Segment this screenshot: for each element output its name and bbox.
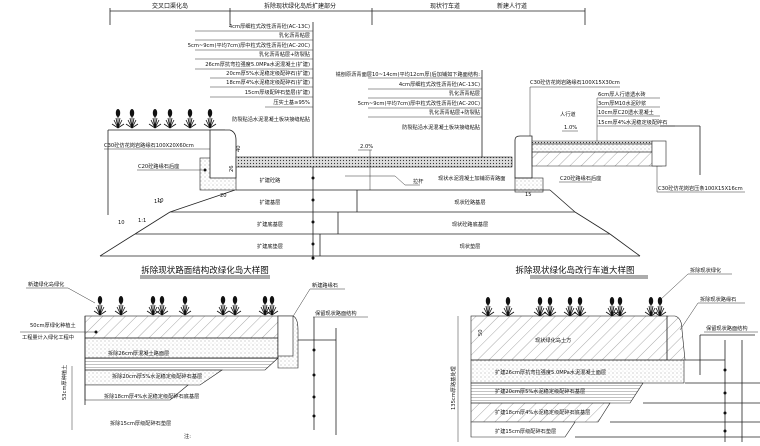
layer-new-concrete: 扩建砼路	[260, 176, 282, 184]
island-plants	[111, 108, 217, 129]
detail-right: 拆除现状绿化岛改行车道大样图 拆除现状绿化 拆除现状路缘石 保留现状路面结构 现…	[449, 265, 760, 442]
greening-label: 新建绿化岛绿化	[28, 280, 64, 288]
layer-new-cushion: 扩建底垫层	[257, 242, 283, 250]
dim-10a: 10	[118, 220, 125, 226]
remove-curb-label: 拆除现状路缘石	[700, 295, 736, 303]
new-curb-label: 新建路缘石	[312, 281, 338, 289]
remove-greening-label: 拆除现状绿化	[690, 266, 721, 274]
left-callouts: 4cm厚细粒式改性沥青砼(AC-13C) 乳化沥青粘层 5cm~9cm(平均7c…	[188, 22, 313, 123]
detail-left: 拆除现状路面结构改绿化岛大样图 新建绿化岛绿化 50cm厚绿化种植土 工程量计入…	[20, 265, 368, 440]
callout-mortar: 3cm厚M10水泥砂浆	[598, 99, 646, 107]
header-intersection-island: 交叉口渠化岛	[152, 2, 188, 10]
callout-base20: 20cm厚5%水泥稳定级配碎石(扩建)	[226, 69, 310, 77]
remove-subbase-layer: 拆除18cm厚4%水泥稳定级配碎石底基层	[104, 392, 199, 400]
existing-surface-label: 现状水泥混凝土加铺沥青路面	[438, 174, 505, 182]
expand-cushion-layer: 扩建15cm厚级配碎石垫层	[495, 427, 556, 435]
dim-15: 15	[525, 192, 532, 198]
callout-mid-crack-tape: 防裂贴沿水泥混凝土板块接缝粘贴	[402, 123, 480, 131]
right-total-dim: 135cm厚路基处理	[449, 365, 457, 410]
note-label: 注:	[184, 432, 191, 440]
layer-new-base: 扩建基层	[260, 198, 281, 206]
right-callouts: C30砼仿花岗岩路缘石100X15X30cm 6cm厚人行道透水砖 3cm厚M1…	[529, 78, 745, 193]
top-cross-section: 交叉口渠化岛 拆除现状绿化岛后扩建部分 现状行车道 新建人行道 4cm厚细粒式改…	[99, 2, 745, 260]
header-expansion: 拆除现状绿化岛后扩建部分	[264, 2, 336, 10]
callout-subgrade: 压实土基≥95%	[273, 98, 310, 106]
layer-new-subbase: 扩建底基层	[257, 220, 283, 228]
soil-label-2: 工程量计入绿化工程中	[22, 333, 74, 341]
remove-concrete-layer: 拆除26cm厚混凝土路面层	[108, 349, 169, 357]
layer-existing-base: 现状砼路基层	[454, 198, 485, 206]
mid-callouts: 铣刨原沥青面层10~14cm(平均12cm厚)后加铺如下路面结构: 4cm厚细粒…	[336, 70, 482, 131]
left-total-dim: 53cm厚种植土	[60, 365, 68, 400]
callout-tack-coat: 乳化沥青粘层	[279, 31, 310, 39]
header-existing-lane: 现状行车道	[430, 2, 460, 10]
right-plants	[481, 296, 667, 317]
soil-label-1: 50cm厚绿化种植土	[30, 321, 76, 329]
left-plants	[93, 295, 279, 316]
callout-milling: 铣刨原沥青面层10~14cm(平均12cm厚)后加铺如下路面结构:	[336, 70, 481, 78]
left-backfill-label: C20砼路缘石后座	[138, 162, 179, 170]
left-curb-label: C30砼仿花岗岩路缘石100X20X60cm	[104, 141, 194, 149]
expand-subbase-layer: 扩建18cm厚4%水泥稳定级配碎石底基层	[495, 408, 590, 416]
callout-paver: 6cm厚人行道透水砖	[598, 90, 646, 98]
callout-ac20: 5cm~9cm(平均7cm)厚中粒式改性沥青砼(AC-20C)	[188, 41, 310, 49]
keep-label-right: 保留现状路面结构	[706, 324, 748, 332]
expand-concrete-layer: 扩建26cm厚抗弯拉强度5.0MPa水泥混凝土面层	[495, 368, 606, 376]
callout-crack-tape: 防裂贴沿水泥混凝土板块接缝粘贴	[232, 115, 310, 123]
detail-right-title: 拆除现状绿化岛改行车道大样图	[515, 265, 634, 276]
keep-label-left: 保留现状路面结构	[315, 309, 357, 317]
remove-cushion-layer: 拆除15cm厚级配碎石垫层	[110, 419, 171, 427]
soil-dim: 50	[478, 329, 484, 336]
sidewalk-slope: 1.0%	[564, 125, 577, 131]
callout-mid-tack-crack: 乳化沥青粘层+防裂贴	[429, 108, 480, 116]
callout-subbase18: 18cm厚4%水泥稳定级配碎石(扩建)	[226, 78, 310, 86]
dim-slope-b: 1:1	[138, 218, 146, 224]
callout-mid-tack: 乳化沥青粘层	[449, 89, 480, 97]
callout-tack-crack: 乳化沥青粘层+防裂贴	[259, 50, 310, 58]
callout-sw-base: 15cm厚4%水泥稳定级配碎石	[598, 118, 667, 126]
expand-base-layer: 扩建20cm厚5%水泥稳定级配碎石基层	[495, 387, 585, 395]
callout-right-curb: C30砼仿花岗岩路缘石100X15X30cm	[530, 78, 620, 86]
layer-existing-subbase: 现状砼路底基层	[452, 220, 488, 228]
callout-ac13: 4cm厚细粒式改性沥青砼(AC-13C)	[229, 22, 310, 30]
road-slope: 2.0%	[360, 144, 373, 150]
callout-pervious-concrete: 10cm厚C20透水混凝土	[598, 108, 654, 116]
edge-stone-label: C30砼仿花岗岩压条100X15X16cm	[658, 184, 743, 192]
top-layers: 扩建砼路 扩建基层 扩建底基层 扩建底垫层 现状砼路基层 现状砼路底基层 现状垫…	[99, 176, 641, 260]
tie-bar-label: 拉杆	[413, 177, 423, 185]
island-soil-label: 现状绿化岛土方	[535, 336, 571, 344]
header-new-sidewalk: 新建人行道	[497, 2, 527, 10]
dim-slope-a: 1:1	[154, 199, 162, 205]
callout-cushion15: 15cm厚级配碎石垫层(扩建)	[245, 88, 310, 96]
callout-mid-ac20: 5cm~9cm(平均7cm)厚中粒式改性沥青砼(AC-20C)	[358, 99, 480, 107]
callout-pcc26: 26cm厚抗弯拉强度5.0MPa水泥混凝土(扩建)	[205, 60, 310, 68]
dim-26: 26	[229, 165, 235, 172]
detail-left-title: 拆除现状路面结构改绿化岛大样图	[141, 265, 269, 276]
right-backfill-label: C20砼路缘石后座	[560, 174, 601, 182]
dim-40: 40	[236, 145, 242, 152]
layer-existing-cushion: 现状垫层	[460, 242, 481, 250]
dim-20: 20	[220, 193, 227, 199]
dim-10b: 10	[157, 198, 164, 204]
remove-base-layer: 拆除20cm厚5%水泥稳定级配碎石基层	[112, 372, 202, 380]
callout-mid-ac13: 4cm厚细粒式改性沥青砼(AC-13C)	[399, 80, 480, 88]
sidewalk-label: 人行道	[560, 110, 576, 118]
